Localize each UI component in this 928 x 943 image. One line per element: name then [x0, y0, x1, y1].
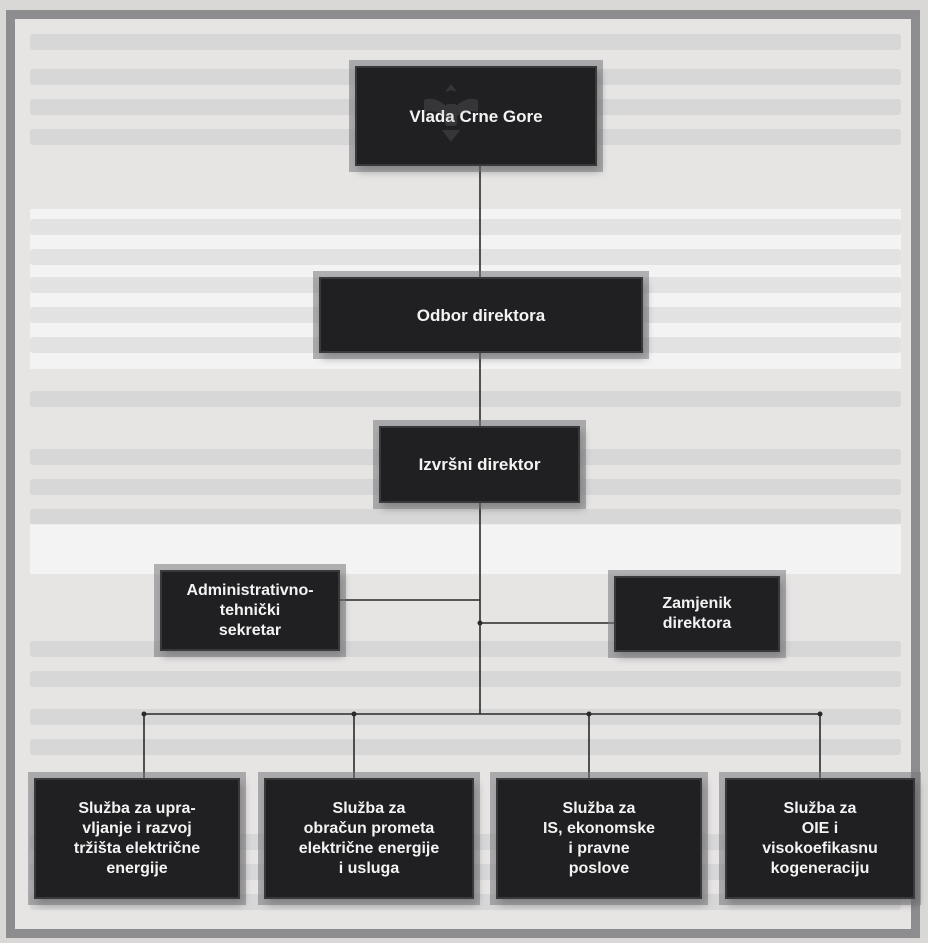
background-text-line [30, 219, 901, 235]
box-deputy-label: Zamjenik direktora [662, 595, 732, 632]
background-text-line [30, 249, 901, 265]
box-service-is-legal: Služba za IS, ekonomske i pravne poslove [496, 778, 702, 899]
box-service-billing: Služba za obračun prometa električne ene… [264, 778, 474, 899]
junction-dot [817, 711, 823, 717]
junction-dot [477, 620, 483, 626]
box-admin-secretary: Administrativno- tehnički sekretar [160, 570, 340, 651]
box-board: Odbor direktora [319, 277, 643, 353]
box-service-market-label: Služba za upra- vljanje i razvoj tržišta… [73, 799, 201, 877]
background-text-line [30, 391, 901, 407]
background-text-line [30, 509, 901, 525]
junction-dot [586, 711, 592, 717]
box-executive: Izvršni direktor [379, 426, 580, 503]
background-text-line [30, 709, 901, 725]
box-service-is-legal-label: Služba za IS, ekonomske i pravne poslove [542, 799, 656, 877]
junction-dot [141, 711, 147, 717]
box-service-res-label: Služba za OIE i visokoefikasnu kogenerac… [762, 799, 878, 877]
montenegro-emblem-icon [424, 84, 478, 142]
background-text-line [30, 671, 901, 687]
box-service-res: Služba za OIE i visokoefikasnu kogenerac… [725, 778, 915, 899]
box-admin-secretary-label: Administrativno- tehnički sekretar [186, 581, 314, 639]
background-band [30, 524, 901, 574]
box-deputy: Zamjenik direktora [614, 576, 780, 652]
box-board-label: Odbor direktora [416, 305, 546, 325]
box-service-billing-label: Služba za obračun prometa električne ene… [298, 799, 440, 877]
background-text-line [30, 739, 901, 755]
box-executive-label: Izvršni direktor [418, 455, 541, 474]
box-government-label: Vlada Crne Gore [409, 106, 543, 126]
junction-dot [351, 711, 357, 717]
background-text-line [30, 34, 901, 50]
box-government: Vlada Crne Gore [355, 66, 597, 166]
box-service-market: Služba za upra- vljanje i razvoj tržišta… [34, 778, 240, 899]
